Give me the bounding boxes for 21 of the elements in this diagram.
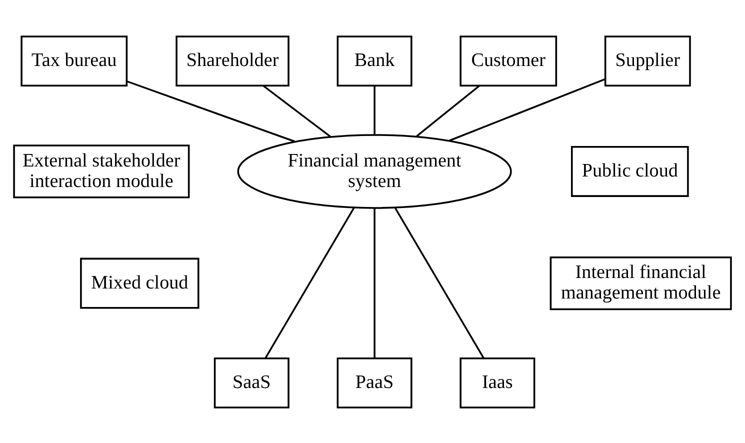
- node-box: Bank: [336, 35, 412, 86]
- connector: [262, 84, 331, 137]
- connector: [449, 78, 606, 141]
- connector: [394, 206, 484, 358]
- node-box: SaaS: [214, 357, 290, 408]
- node-box: Supplier: [604, 35, 691, 86]
- connector: [416, 84, 480, 136]
- node-box: Internal financial management module: [550, 256, 732, 310]
- node-ellipse: Financial management system: [237, 134, 512, 208]
- node-box: Iaas: [460, 357, 536, 408]
- connector: [126, 80, 296, 142]
- node-box: External stakeholder interaction module: [13, 144, 190, 198]
- connector: [264, 206, 355, 358]
- node-box: Customer: [460, 35, 558, 86]
- node-box: Public cloud: [570, 146, 689, 196]
- connector: [374, 208, 376, 358]
- node-box: PaaS: [336, 357, 412, 408]
- node-box: Mixed cloud: [80, 257, 200, 308]
- node-box: Shareholder: [176, 35, 290, 86]
- connector: [374, 85, 376, 134]
- node-box: Tax bureau: [20, 35, 128, 86]
